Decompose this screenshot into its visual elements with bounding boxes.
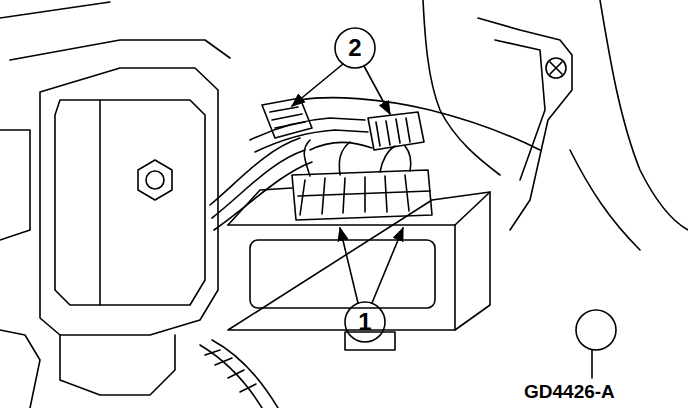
- callout-number: 1: [358, 310, 371, 334]
- figure-code: GD4426-A: [524, 382, 615, 401]
- callout-number: 2: [348, 36, 361, 60]
